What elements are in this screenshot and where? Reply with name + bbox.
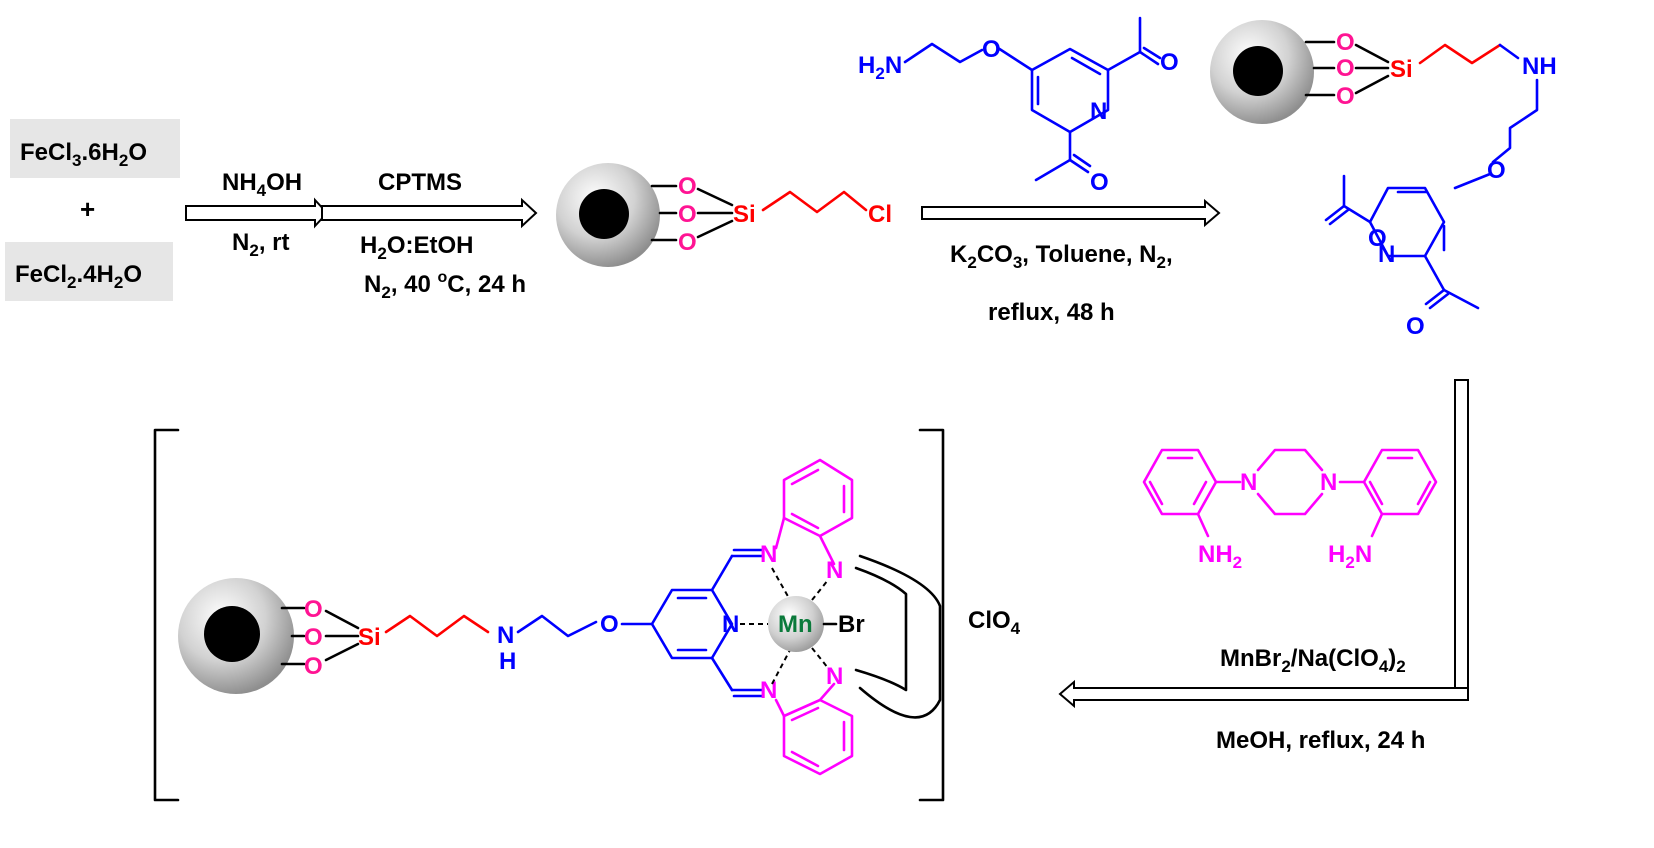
step3-arrow: [921, 198, 1221, 228]
ether-oxygen-label: O: [1487, 157, 1506, 184]
amine-label: H2N: [1328, 541, 1372, 572]
reagent-box-fecl2: [5, 242, 173, 301]
complex-brackets: [153, 428, 945, 802]
oxygen-label: O: [1336, 29, 1355, 56]
oxygen-label: O: [304, 653, 323, 680]
step1-arrow: [185, 197, 329, 229]
reagent-fecl3: FeCl3.6H2O: [20, 139, 147, 170]
nanoparticle-core: [204, 606, 260, 662]
chlorine-label: Cl: [868, 201, 892, 228]
pyridine-nitrogen-label: N: [1090, 98, 1107, 125]
step2-solvent: H2O:EtOH: [360, 232, 473, 263]
step4-condition: MeOH, reflux, 24 h: [1216, 727, 1425, 754]
ether-oxygen-label: O: [600, 611, 619, 638]
amine-label: H2N: [858, 52, 902, 83]
oxygen-label: O: [304, 596, 323, 623]
step2-reagent: CPTMS: [378, 169, 462, 196]
manganese-complex-nanoparticle: O O O Si N H O N N N: [178, 458, 942, 776]
amine-label: NH: [1522, 53, 1557, 80]
downward-reaction-arrow: [1454, 379, 1469, 701]
oxygen-label: O: [678, 229, 697, 256]
amine-hydrogen-label: H: [499, 648, 516, 675]
manganese-center: [768, 596, 824, 652]
chloropropyl-nanoparticle: O O O Si Cl: [556, 163, 892, 267]
piperazine-nitrogen-label: N: [1320, 469, 1337, 496]
carbonyl-oxygen-label: O: [1406, 313, 1425, 340]
manganese-label: Mn: [778, 611, 813, 638]
plus-sign: +: [80, 194, 95, 224]
ligand-functionalized-nanoparticle: O O O Si NH O O N O: [1210, 20, 1557, 340]
step3-condition-1: K2CO3, Toluene, N2,: [950, 241, 1173, 272]
counter-ion: ClO4: [968, 607, 1021, 638]
iron-salts: FeCl3.6H2O + FeCl2.4H2O: [5, 119, 180, 301]
reagent-box-fecl3: [10, 119, 180, 178]
nanoparticle-core: [1233, 46, 1283, 96]
step4-reagent: MnBr2/Na(ClO4)2: [1220, 645, 1406, 676]
step1-reagent: NH4OH: [222, 169, 302, 200]
oxygen-label: O: [678, 173, 697, 200]
silicon-label: Si: [1390, 56, 1413, 83]
step2-condition: N2, 40 oC, 24 h: [364, 269, 526, 302]
carbonyl-oxygen-label: O: [1160, 49, 1179, 76]
step4-arrow: [1058, 679, 1469, 709]
step2-arrow: [321, 197, 538, 229]
pyridine-nitrogen-label: N: [1378, 241, 1395, 268]
piperazine-diamine: N N NH2 H2N: [1142, 448, 1438, 572]
pyridine-nitrogen-label: N: [722, 611, 739, 638]
carbonyl-oxygen-label: O: [1368, 225, 1387, 252]
silicon-label: Si: [733, 201, 756, 228]
amine-label: NH2: [1198, 541, 1242, 572]
amine-nitrogen-label: N: [826, 663, 843, 690]
reagent-fecl2: FeCl2.4H2O: [15, 261, 142, 292]
oxygen-label: O: [304, 624, 323, 651]
piperazine-nitrogen-label: N: [1240, 469, 1257, 496]
oxygen-label: O: [1336, 55, 1355, 82]
oxygen-label: O: [678, 201, 697, 228]
nanoparticle-core: [579, 189, 629, 239]
bromine-label: Br: [838, 611, 865, 638]
oxygen-label: O: [1336, 83, 1355, 110]
ether-oxygen-label: O: [982, 36, 1001, 63]
imine-nitrogen-label: N: [760, 541, 777, 568]
amine-nitrogen-label: N: [826, 557, 843, 584]
amine-nitrogen-label: N: [497, 622, 514, 649]
silicon-label: Si: [358, 624, 381, 651]
aminoethoxy-diacetylpyridine: H2N O O N O: [858, 16, 1179, 196]
step1-condition: N2, rt: [232, 229, 289, 260]
carbonyl-oxygen-label: O: [1090, 169, 1109, 196]
step3-condition-2: reflux, 48 h: [988, 299, 1115, 326]
